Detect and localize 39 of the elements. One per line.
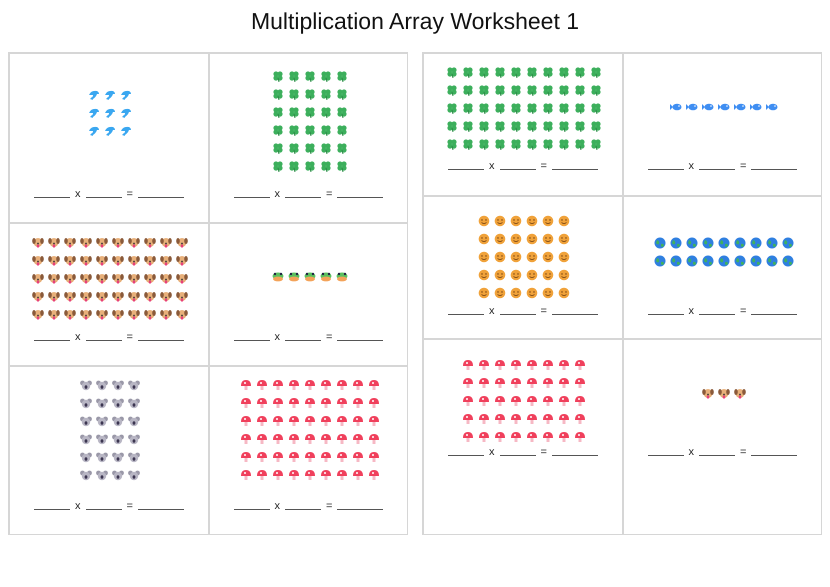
- equals-sign: =: [126, 189, 133, 200]
- equals-sign: =: [326, 332, 332, 343]
- equals-sign: =: [126, 501, 133, 512]
- problem-card: [9, 53, 209, 223]
- problem-card: [209, 366, 408, 535]
- multiplication-sign: x: [688, 161, 694, 172]
- multiplication-sign: x: [75, 332, 81, 343]
- worksheet-panel: [8, 52, 408, 535]
- problem-card: [209, 223, 408, 366]
- equals-sign: =: [740, 447, 746, 458]
- problem-card: [623, 339, 822, 535]
- equals-sign: =: [540, 306, 547, 317]
- problem-card: [209, 53, 408, 223]
- problem-card: [623, 53, 822, 196]
- equals-sign: =: [326, 501, 332, 512]
- equals-sign: =: [126, 332, 133, 343]
- equals-sign: =: [740, 306, 746, 317]
- multiplication-sign: x: [489, 306, 495, 317]
- multiplication-sign: x: [274, 189, 280, 200]
- multiplication-sign: x: [75, 501, 81, 512]
- equals-sign: =: [740, 161, 746, 172]
- equals-sign: =: [540, 161, 547, 172]
- equals-sign: =: [540, 447, 547, 458]
- multiplication-sign: x: [489, 161, 495, 172]
- multiplication-sign: x: [274, 332, 280, 343]
- problem-card: [423, 196, 623, 339]
- multiplication-sign: x: [274, 501, 280, 512]
- problem-card: [623, 196, 822, 339]
- worksheet-panel: [422, 52, 822, 535]
- problem-card: [9, 366, 209, 535]
- multiplication-sign: x: [688, 447, 694, 458]
- multiplication-sign: x: [75, 189, 81, 200]
- problem-card: [9, 223, 209, 366]
- multiplication-sign: x: [688, 306, 694, 317]
- problem-card: [423, 53, 623, 196]
- worksheet-title: Multiplication Array Worksheet 1: [250, 8, 580, 35]
- problem-card: [423, 339, 623, 535]
- equals-sign: =: [326, 189, 332, 200]
- multiplication-sign: x: [489, 447, 495, 458]
